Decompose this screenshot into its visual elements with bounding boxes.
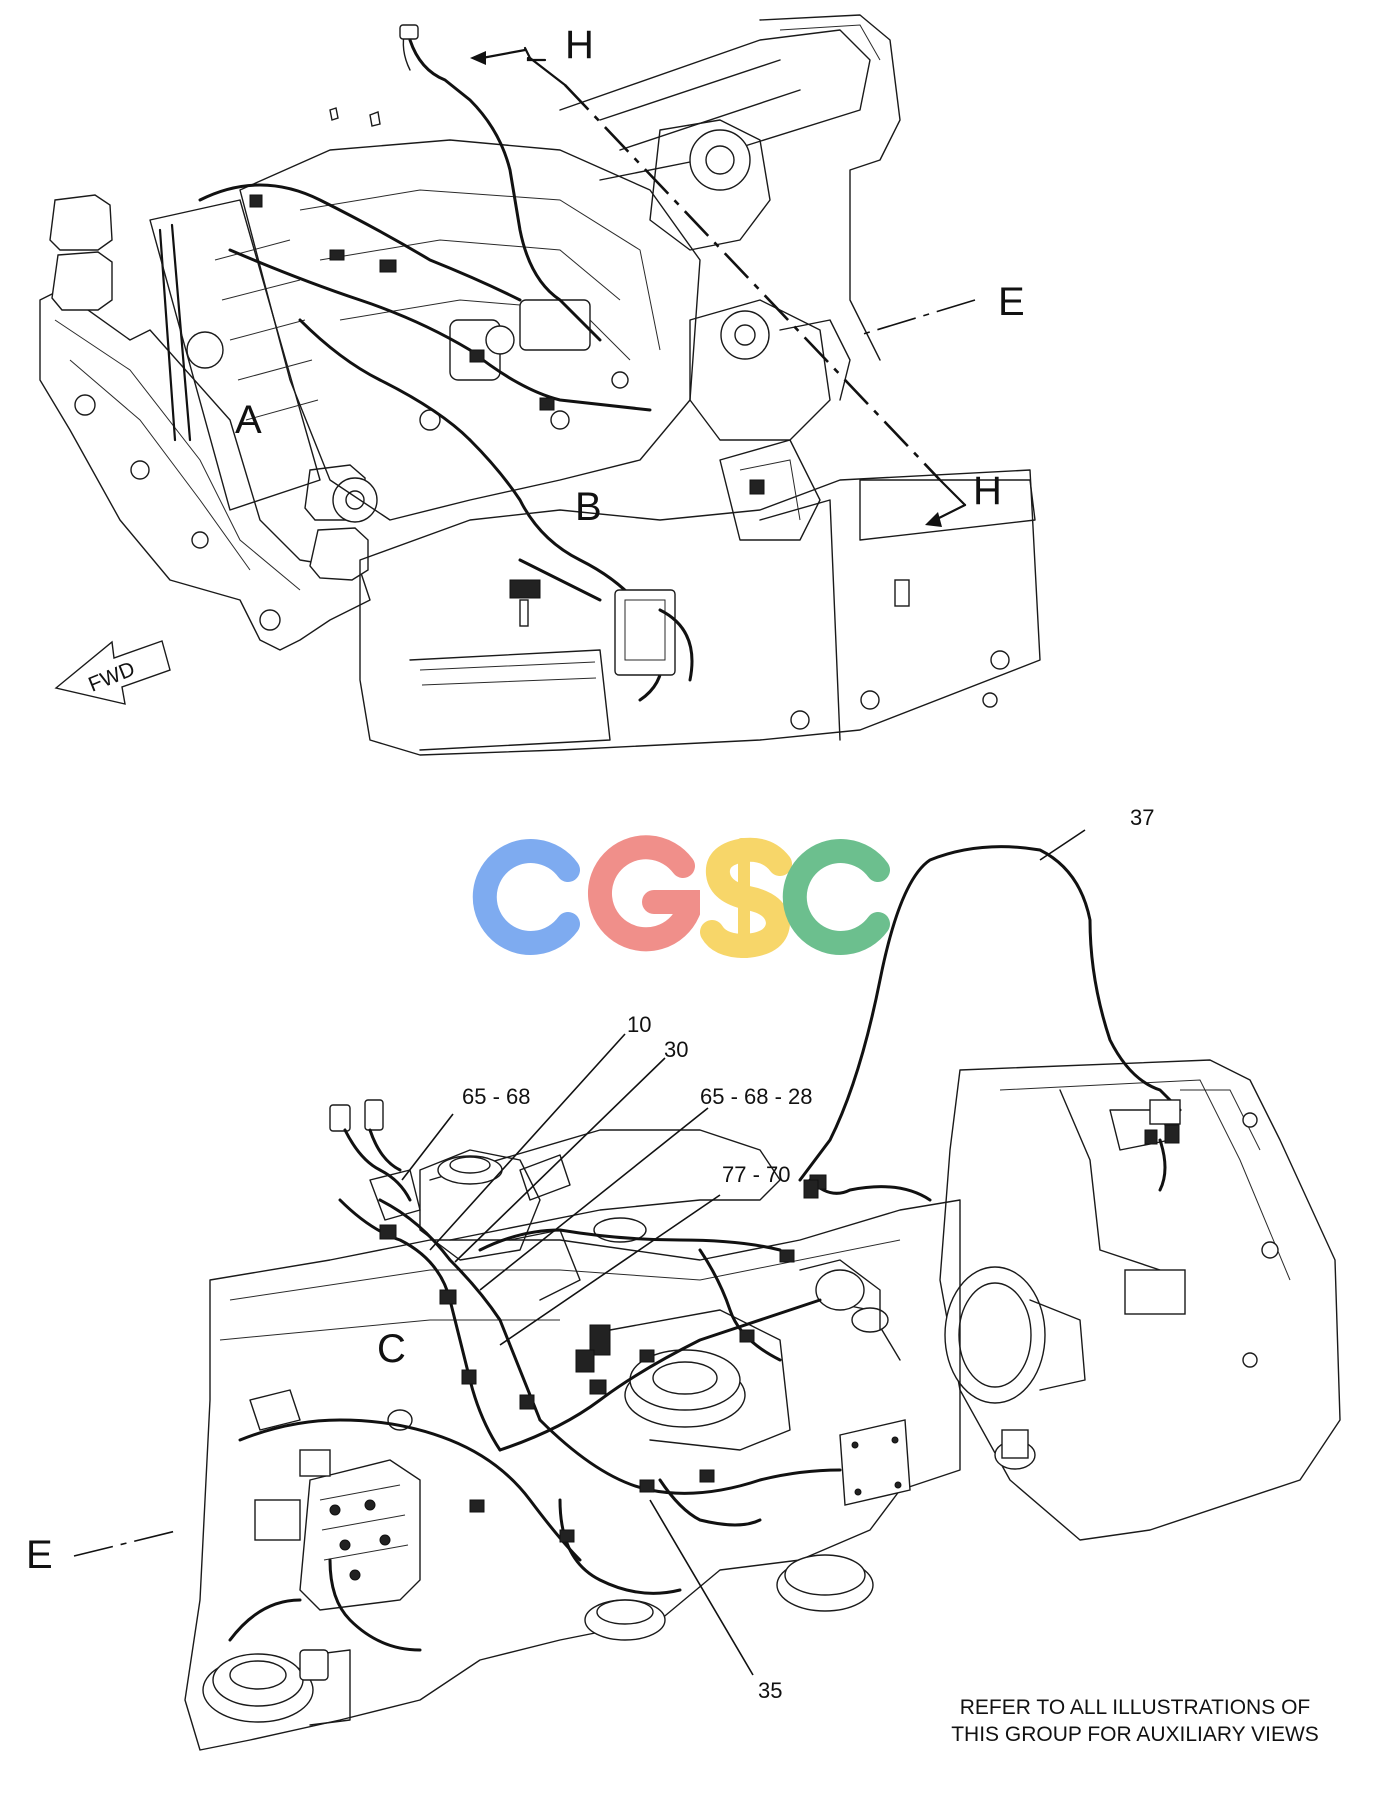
section-label-h-bottom: H [973, 469, 1002, 513]
part-callout-65-68-28: 65 - 68 - 28 [700, 1084, 813, 1109]
bottom-view-labels: C E 37 10 30 65 - 68 65 - 68 - 28 77 - 7… [26, 805, 1154, 1703]
part-callout-77-70: 77 - 70 [722, 1162, 791, 1187]
auxiliary-views-note: REFER TO ALL ILLUSTRATIONS OF THIS GROUP… [951, 1696, 1319, 1746]
logo-letter-c-1 [472, 839, 580, 955]
detail-label-b: B [575, 485, 602, 529]
section-label-h-top: H [565, 23, 594, 67]
detail-label-c: C [377, 1327, 406, 1371]
part-callout-30: 30 [664, 1037, 688, 1062]
part-callout-37: 37 [1130, 805, 1154, 830]
bottom-frame-illustration [73, 829, 1341, 1751]
cgsc-watermark-logo [472, 835, 890, 959]
detail-label-a: A [235, 398, 262, 442]
part-callout-10: 10 [627, 1012, 651, 1037]
logo-letter-g [588, 835, 700, 952]
view-label-e-left: E [26, 1533, 53, 1577]
logo-letter-c-2 [782, 839, 890, 955]
note-line-2: THIS GROUP FOR AUXILIARY VIEWS [951, 1723, 1319, 1746]
part-callout-35: 35 [758, 1678, 782, 1703]
logo-letter-s-bar [738, 838, 750, 958]
top-engine-illustration [39, 14, 1041, 756]
view-label-e-right: E [998, 280, 1025, 324]
forward-arrow-icon [54, 640, 171, 705]
part-callout-65-68: 65 - 68 [462, 1084, 531, 1109]
note-line-1: REFER TO ALL ILLUSTRATIONS OF [960, 1696, 1310, 1719]
